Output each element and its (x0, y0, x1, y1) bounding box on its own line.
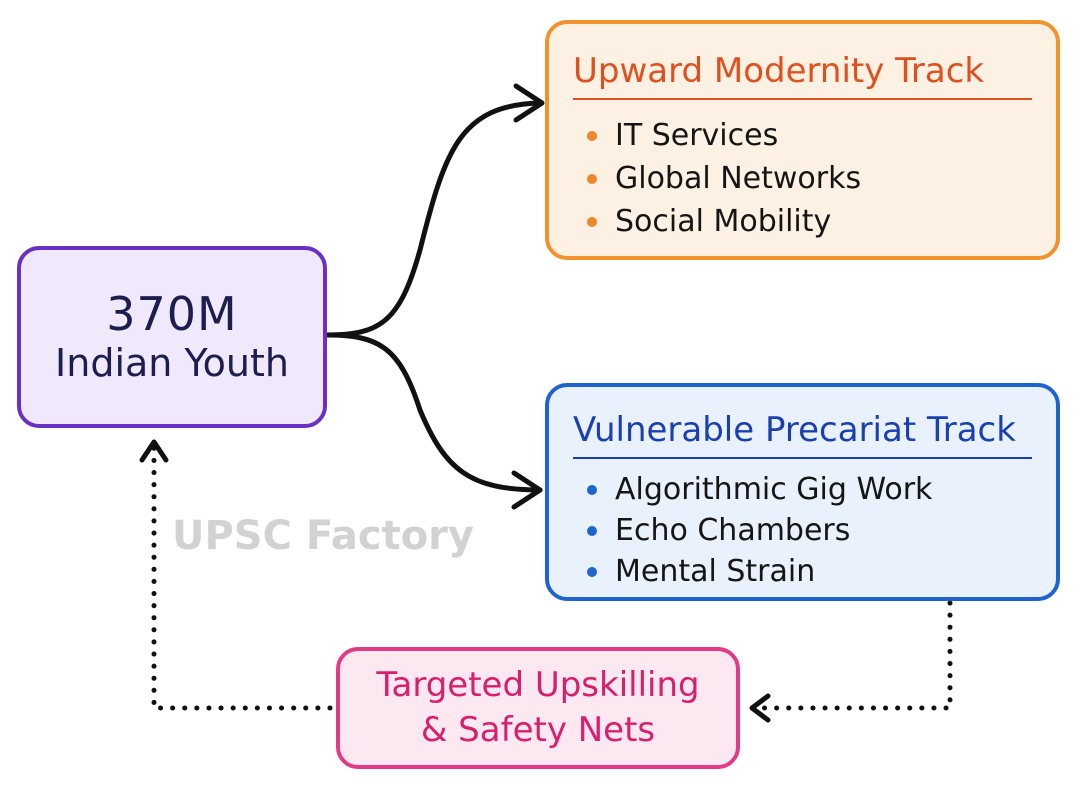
bullet-icon (587, 130, 597, 141)
bullet-icon (587, 525, 597, 536)
vulnerable-track-title: Vulnerable Precariat Track (573, 387, 1032, 459)
arrowhead-policy-icon (749, 693, 771, 723)
arrow-to-upward-track (324, 100, 543, 338)
source-value: 370M (106, 286, 238, 341)
source-box: 370M Indian Youth (17, 246, 327, 428)
upward-track-list: IT Services Global Networks Social Mobil… (573, 114, 1032, 243)
upward-track-box: Upward Modernity Track IT Services Globa… (545, 20, 1060, 260)
policy-line-2: & Safety Nets (420, 710, 656, 750)
vulnerable-track-item-label: Algorithmic Gig Work (615, 472, 933, 507)
arrowhead-vulnerable-icon (511, 470, 543, 510)
upward-track-item-label: IT Services (615, 118, 779, 153)
vulnerable-track-item: Echo Chambers (573, 510, 1032, 551)
upward-track-item: Global Networks (573, 157, 1032, 200)
bullet-icon (587, 566, 597, 577)
upward-track-item: IT Services (573, 114, 1032, 157)
bullet-icon (587, 484, 597, 495)
vulnerable-track-item-label: Echo Chambers (615, 513, 851, 548)
policy-box: Targeted Upskilling & Safety Nets (336, 647, 740, 769)
upward-track-title: Upward Modernity Track (573, 24, 1032, 100)
source-label: Indian Youth (55, 340, 289, 385)
arrowhead-upward-icon (513, 83, 545, 123)
upward-track-item-label: Global Networks (615, 161, 862, 196)
dotted-arrow-to-source (151, 442, 333, 711)
upward-track-item-label: Social Mobility (615, 204, 832, 239)
vulnerable-track-list: Algorithmic Gig Work Echo Chambers Menta… (573, 469, 1032, 592)
vulnerable-track-item: Mental Strain (573, 551, 1032, 592)
vulnerable-track-item-label: Mental Strain (615, 554, 816, 589)
bullet-icon (587, 216, 597, 227)
dotted-arrow-to-policy (749, 600, 953, 711)
vulnerable-track-box: Vulnerable Precariat Track Algorithmic G… (545, 383, 1060, 601)
vulnerable-track-item: Algorithmic Gig Work (573, 469, 1032, 510)
policy-line-1: Targeted Upskilling (376, 665, 700, 706)
arrowhead-source-icon (139, 439, 169, 463)
arrow-to-vulnerable-track (324, 332, 543, 493)
upward-track-item: Social Mobility (573, 200, 1032, 243)
bullet-icon (587, 173, 597, 184)
watermark: UPSC Factory (172, 513, 474, 559)
